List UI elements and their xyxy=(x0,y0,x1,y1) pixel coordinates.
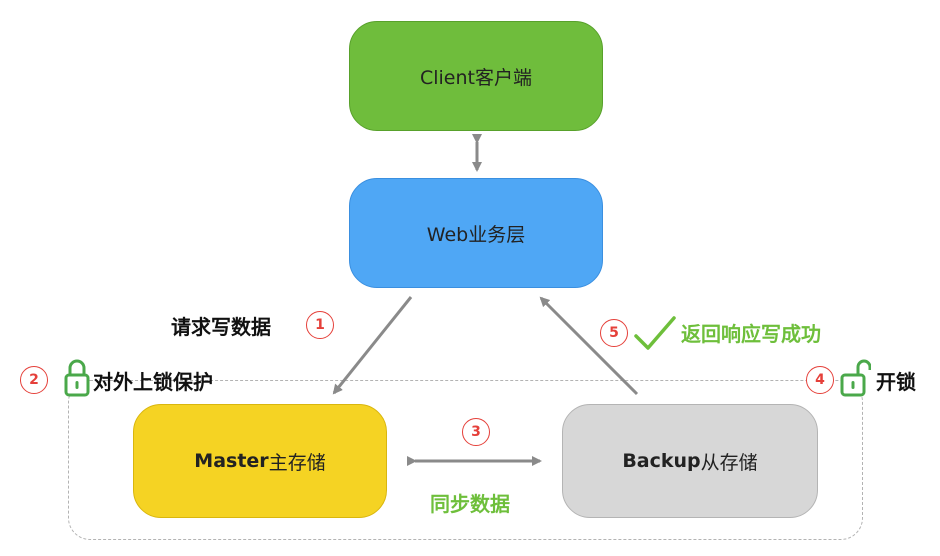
step-5-label: 返回响应写成功 xyxy=(681,322,821,346)
step-2-badge: 2 xyxy=(20,366,48,394)
web-layer-node: Web业务层 xyxy=(349,178,603,288)
step-5-badge: 5 xyxy=(600,319,628,347)
step-4-label: 开锁 xyxy=(876,370,916,394)
lock-protection-region xyxy=(68,380,863,540)
master-label-rest: 主存储 xyxy=(268,451,326,474)
master-label-bold: Master xyxy=(194,450,269,472)
step-4-badge: 4 xyxy=(806,366,834,394)
backup-label-bold: Backup xyxy=(622,450,701,472)
checkmark-icon xyxy=(634,316,676,350)
step-1-label: 请求写数据 xyxy=(171,315,271,339)
arrow-web-to-master xyxy=(332,296,413,395)
lock-open-icon xyxy=(840,359,871,397)
step-2-label: 对外上锁保护 xyxy=(93,370,213,394)
step-3-label: 同步数据 xyxy=(430,492,510,516)
arrow-backup-to-web xyxy=(539,296,639,396)
step-3-badge: 3 xyxy=(462,418,490,446)
client-node: Client客户端 xyxy=(349,21,603,131)
lock-closed-icon xyxy=(64,359,90,397)
web-label: Web业务层 xyxy=(426,223,526,246)
step-1-badge: 1 xyxy=(306,311,334,339)
backup-label-rest: 从存储 xyxy=(700,451,758,474)
client-label: Client客户端 xyxy=(419,66,532,89)
